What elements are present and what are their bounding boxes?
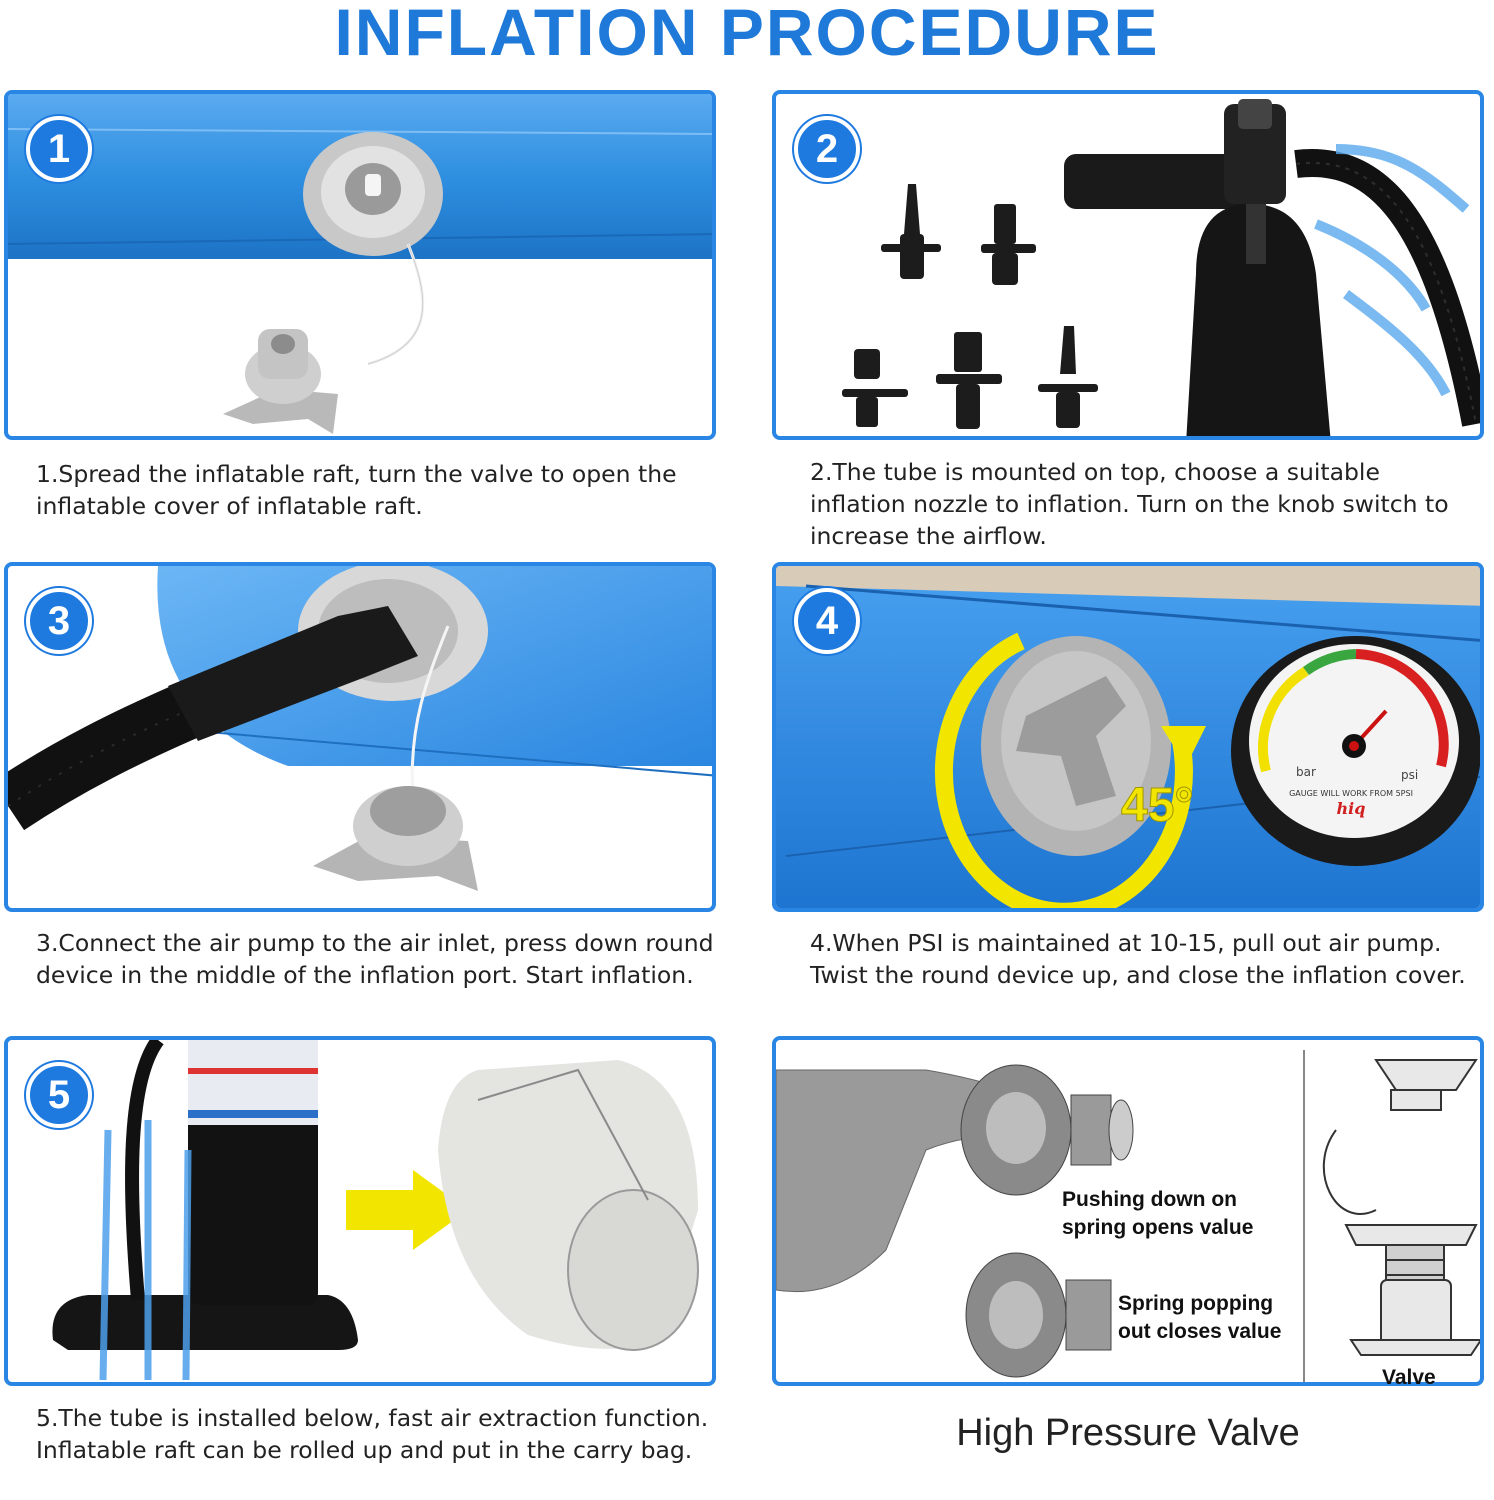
rotate-arrow-icon	[934, 632, 1206, 908]
push-open-label: Pushing down on spring opens value	[1062, 1188, 1254, 1239]
step-4-panel: 4 45° bar ps	[772, 562, 1484, 912]
valve-cap-icon	[223, 329, 338, 434]
pump-hose-icon	[8, 606, 418, 831]
pump-connect-illustration	[8, 566, 712, 891]
valve-label: Valve	[1382, 1366, 1436, 1389]
step-1-badge: 1	[26, 116, 92, 182]
high-pressure-valve-caption: High Pressure Valve	[956, 1412, 1300, 1454]
step-2-panel: 2	[772, 90, 1484, 440]
gauge-bar-label: bar	[1296, 765, 1316, 779]
step-3-caption: 3.Connect the air pump to the air inlet,…	[36, 929, 714, 989]
pump-and-nozzles-illustration	[842, 99, 1480, 436]
valve-diagram-panel	[772, 1036, 1484, 1386]
valve-base-icon	[303, 132, 443, 256]
valve-parts-icon	[1322, 1059, 1480, 1356]
step-4-badge: 4	[794, 588, 860, 654]
airflow-arrows-icon	[1314, 144, 1470, 397]
step-5-caption: 5.The tube is installed below, fast air …	[36, 1404, 709, 1464]
step-2-caption: 2.The tube is mounted on top, choose a s…	[810, 458, 1449, 550]
page-title: INFLATION PROCEDURE	[334, 0, 1160, 69]
step-5-badge: 5	[26, 1062, 92, 1128]
pop-close-label: Spring popping out closes value	[1118, 1292, 1282, 1343]
high-pressure-valve-diagram	[776, 1050, 1480, 1382]
valve-close-gauge-illustration: 45° bar psi GAUGE WILL WORK FROM 5PSI hi…	[776, 566, 1480, 908]
step-3-badge: 3	[26, 588, 92, 654]
valve-cap-icon	[313, 786, 478, 891]
gauge-note: GAUGE WILL WORK FROM 5PSI	[1289, 789, 1413, 798]
floor-pump-icon	[52, 1040, 358, 1350]
valve-cover-icon	[981, 636, 1171, 856]
gauge-brand: hiq	[1337, 799, 1366, 818]
gauge-psi-label: psi	[1401, 768, 1418, 782]
angle-label: 45°	[1121, 779, 1194, 832]
air-extraction-arrows-icon	[99, 1120, 192, 1381]
valve-closed-icon	[965, 1252, 1112, 1378]
valve-open-icon	[960, 1064, 1134, 1196]
transfer-arrow-icon	[346, 1170, 468, 1250]
deflate-and-pack-illustration	[52, 1040, 699, 1381]
nozzle-set-icon	[842, 184, 1098, 429]
raft-valve-open-illustration	[8, 94, 712, 434]
pressure-gauge-icon: bar psi GAUGE WILL WORK FROM 5PSI hiq	[1231, 636, 1480, 866]
hand-pump-icon	[1064, 99, 1480, 436]
step-1-panel: 1	[4, 90, 716, 440]
step-5-panel: 5	[4, 1036, 716, 1386]
carry-bag-icon	[438, 1060, 699, 1351]
step-4-caption: 4.When PSI is maintained at 10-15, pull …	[810, 929, 1466, 989]
step-2-badge: 2	[794, 116, 860, 182]
step-1-caption: 1.Spread the inflatable raft, turn the v…	[36, 460, 677, 520]
step-3-panel: 3	[4, 562, 716, 912]
